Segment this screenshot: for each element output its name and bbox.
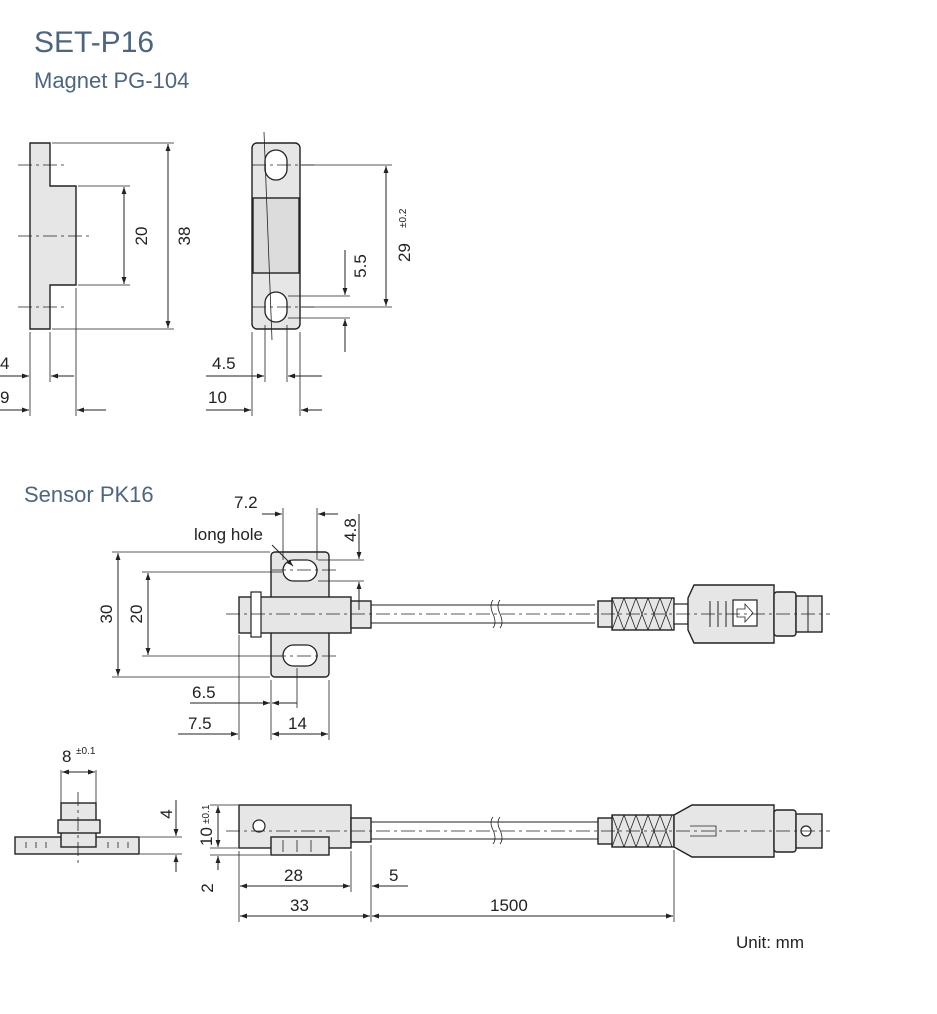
dim-sensor-4-8: 4.8 <box>341 518 360 542</box>
dim-sensor-14: 14 <box>288 714 307 733</box>
dim-magnet-10: 10 <box>208 388 227 407</box>
magnet-side-view: 20 38 4 9 <box>0 142 194 416</box>
magnet-subtitle: Magnet PG-104 <box>34 68 189 93</box>
dim-magnet-38: 38 <box>175 227 194 246</box>
dim-sensor-6-5: 6.5 <box>192 683 216 702</box>
sensor-long-hole-bottom <box>282 644 318 667</box>
magnet-front-view: 5.5 29 ±0.2 4.5 10 <box>206 131 414 416</box>
dim-sensor-10-tol: ±0.1 <box>201 804 212 824</box>
dim-sensor-5: 5 <box>389 866 398 885</box>
dim-sensor-7-2: 7.2 <box>234 493 258 512</box>
sensor-subtitle: Sensor PK16 <box>24 482 154 507</box>
dim-sensor-30: 30 <box>97 605 116 624</box>
sensor-top-view: 7.2 long hole 4.8 30 20 6.5 7.5 <box>97 493 830 740</box>
dim-sensor-20: 20 <box>127 605 146 624</box>
dim-magnet-29: 29 <box>395 243 414 262</box>
unit-label: Unit: mm <box>736 933 804 952</box>
dim-sensor-4: 4 <box>157 809 176 818</box>
dim-sensor-33: 33 <box>290 896 309 915</box>
dim-sensor-8-tol: ±0.1 <box>76 746 96 757</box>
dim-magnet-4-5: 4.5 <box>212 354 236 373</box>
dim-sensor-1500: 1500 <box>490 896 528 915</box>
dim-sensor-7-5: 7.5 <box>188 714 212 733</box>
dim-sensor-8: 8 <box>62 747 71 766</box>
page-title: SET-P16 <box>34 26 154 59</box>
dim-magnet-29-tol: ±0.2 <box>398 208 409 228</box>
dim-magnet-4: 4 <box>0 354 9 373</box>
dim-sensor-2: 2 <box>198 883 217 892</box>
sensor-side-view: 10 ±0.1 2 28 5 33 1500 <box>197 804 830 922</box>
dim-sensor-10: 10 <box>197 827 216 846</box>
sensor-end-view: 8 ±0.1 4 <box>14 746 182 872</box>
dim-magnet-9: 9 <box>0 388 9 407</box>
label-long-hole: long hole <box>194 525 263 544</box>
dim-magnet-5-5: 5.5 <box>351 254 370 278</box>
dim-sensor-28: 28 <box>284 866 303 885</box>
sensor-long-hole-top <box>282 559 318 582</box>
dim-magnet-20: 20 <box>132 227 151 246</box>
